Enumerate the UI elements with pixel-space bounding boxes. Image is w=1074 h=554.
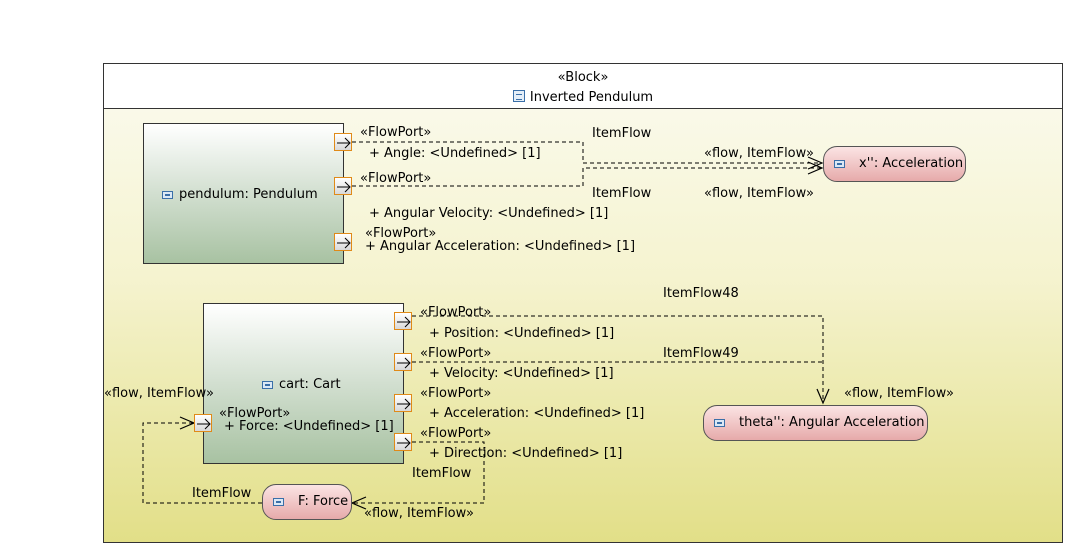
property-theta-acceleration[interactable]: theta'': Angular Acceleration	[703, 405, 928, 441]
port-velocity-label: + Velocity: <Undefined> [1]	[429, 366, 614, 381]
port-angular-velocity[interactable]	[334, 177, 352, 195]
port-arrow-icon	[397, 437, 411, 449]
port-arrow-icon	[337, 137, 351, 149]
property-theta-acceleration-label: theta'': Angular Acceleration	[739, 415, 925, 430]
itemflow49-label: ItemFlow49	[663, 346, 739, 361]
port-angular-acceleration-stereotype: «FlowPort»	[365, 226, 437, 241]
flow-stereotype-label: «flow, ItemFlow»	[364, 506, 474, 521]
arrowhead-x1	[807, 156, 824, 170]
itemflow-label: ItemFlow	[592, 186, 652, 201]
port-arrow-icon	[337, 181, 351, 193]
part-icon	[162, 190, 173, 199]
flow-stereotype-label: «flow, ItemFlow»	[704, 186, 814, 201]
flow-stereotype-label: «flow, ItemFlow»	[844, 386, 954, 401]
port-angular-acceleration-label: + Angular Acceleration: <Undefined> [1]	[365, 239, 636, 254]
flow-stereotype-label: «flow, ItemFlow»	[704, 146, 814, 161]
port-position-label: + Position: <Undefined> [1]	[429, 326, 615, 341]
block-stereotype: «Block»	[557, 70, 609, 85]
port-acceleration[interactable]	[394, 394, 412, 412]
port-arrow-icon	[197, 418, 211, 430]
property-icon	[834, 159, 845, 168]
port-position[interactable]	[394, 312, 412, 330]
arrowhead-theta	[816, 388, 830, 405]
itemflow-label: ItemFlow	[192, 486, 252, 501]
arrowhead-x2	[807, 161, 824, 175]
port-acceleration-stereotype: «FlowPort»	[420, 386, 492, 401]
port-direction-stereotype: «FlowPort»	[420, 426, 492, 441]
port-velocity[interactable]	[394, 353, 412, 371]
property-force-label: F: Force	[298, 494, 349, 509]
port-acceleration-label: + Acceleration: <Undefined> [1]	[429, 406, 645, 421]
port-force-label: + Force: <Undefined> [1]	[224, 419, 394, 434]
property-x-acceleration-label: x'': Acceleration	[859, 156, 964, 171]
port-angle-stereotype: «FlowPort»	[360, 125, 432, 140]
port-velocity-stereotype: «FlowPort»	[420, 346, 492, 361]
property-icon	[273, 497, 284, 506]
port-arrow-icon	[397, 316, 411, 328]
port-angle-label: + Angle: <Undefined> [1]	[369, 146, 541, 161]
cart-part-label: cart: Cart	[262, 377, 341, 392]
cart-part[interactable]: cart: Cart	[203, 303, 404, 464]
itemflow48-label: ItemFlow48	[663, 286, 739, 301]
itemflow-label: ItemFlow	[592, 126, 652, 141]
flow-line-angle	[352, 141, 822, 164]
port-angle[interactable]	[334, 133, 352, 151]
flow-line-angvel	[352, 167, 822, 187]
port-position-stereotype: «FlowPort»	[420, 305, 492, 320]
port-angular-velocity-label: + Angular Velocity: <Undefined> [1]	[369, 206, 609, 221]
port-angular-velocity-stereotype: «FlowPort»	[360, 171, 432, 186]
pendulum-part[interactable]: pendulum: Pendulum	[143, 123, 344, 264]
property-x-acceleration[interactable]: x'': Acceleration	[823, 146, 966, 182]
port-force[interactable]	[194, 414, 212, 432]
flow-line-position	[412, 315, 824, 403]
block-header: «Block» Inverted Pendulum	[104, 64, 1062, 109]
flow-line-direction	[352, 441, 485, 504]
block-title: Inverted Pendulum	[104, 90, 1062, 105]
itemflow-label: ItemFlow	[412, 466, 472, 481]
port-angular-acceleration[interactable]	[334, 233, 352, 251]
port-arrow-icon	[397, 357, 411, 369]
port-arrow-icon	[337, 237, 351, 249]
arrowhead-force	[350, 496, 367, 510]
block-title-text: Inverted Pendulum	[529, 90, 654, 105]
block-icon	[512, 90, 525, 102]
part-icon	[262, 380, 273, 389]
property-icon	[714, 418, 725, 427]
pendulum-part-name: pendulum: Pendulum	[179, 187, 318, 202]
cart-part-name: cart: Cart	[279, 377, 341, 392]
pendulum-part-label: pendulum: Pendulum	[162, 187, 318, 202]
port-direction-label: + Direction: <Undefined> [1]	[429, 446, 623, 461]
port-force-stereotype: «FlowPort»	[219, 406, 291, 421]
port-arrow-icon	[397, 398, 411, 410]
flow-stereotype-label: «flow, ItemFlow»	[104, 386, 214, 401]
port-direction[interactable]	[394, 433, 412, 451]
flow-line-force	[142, 422, 262, 504]
property-force[interactable]: F: Force	[262, 484, 352, 520]
